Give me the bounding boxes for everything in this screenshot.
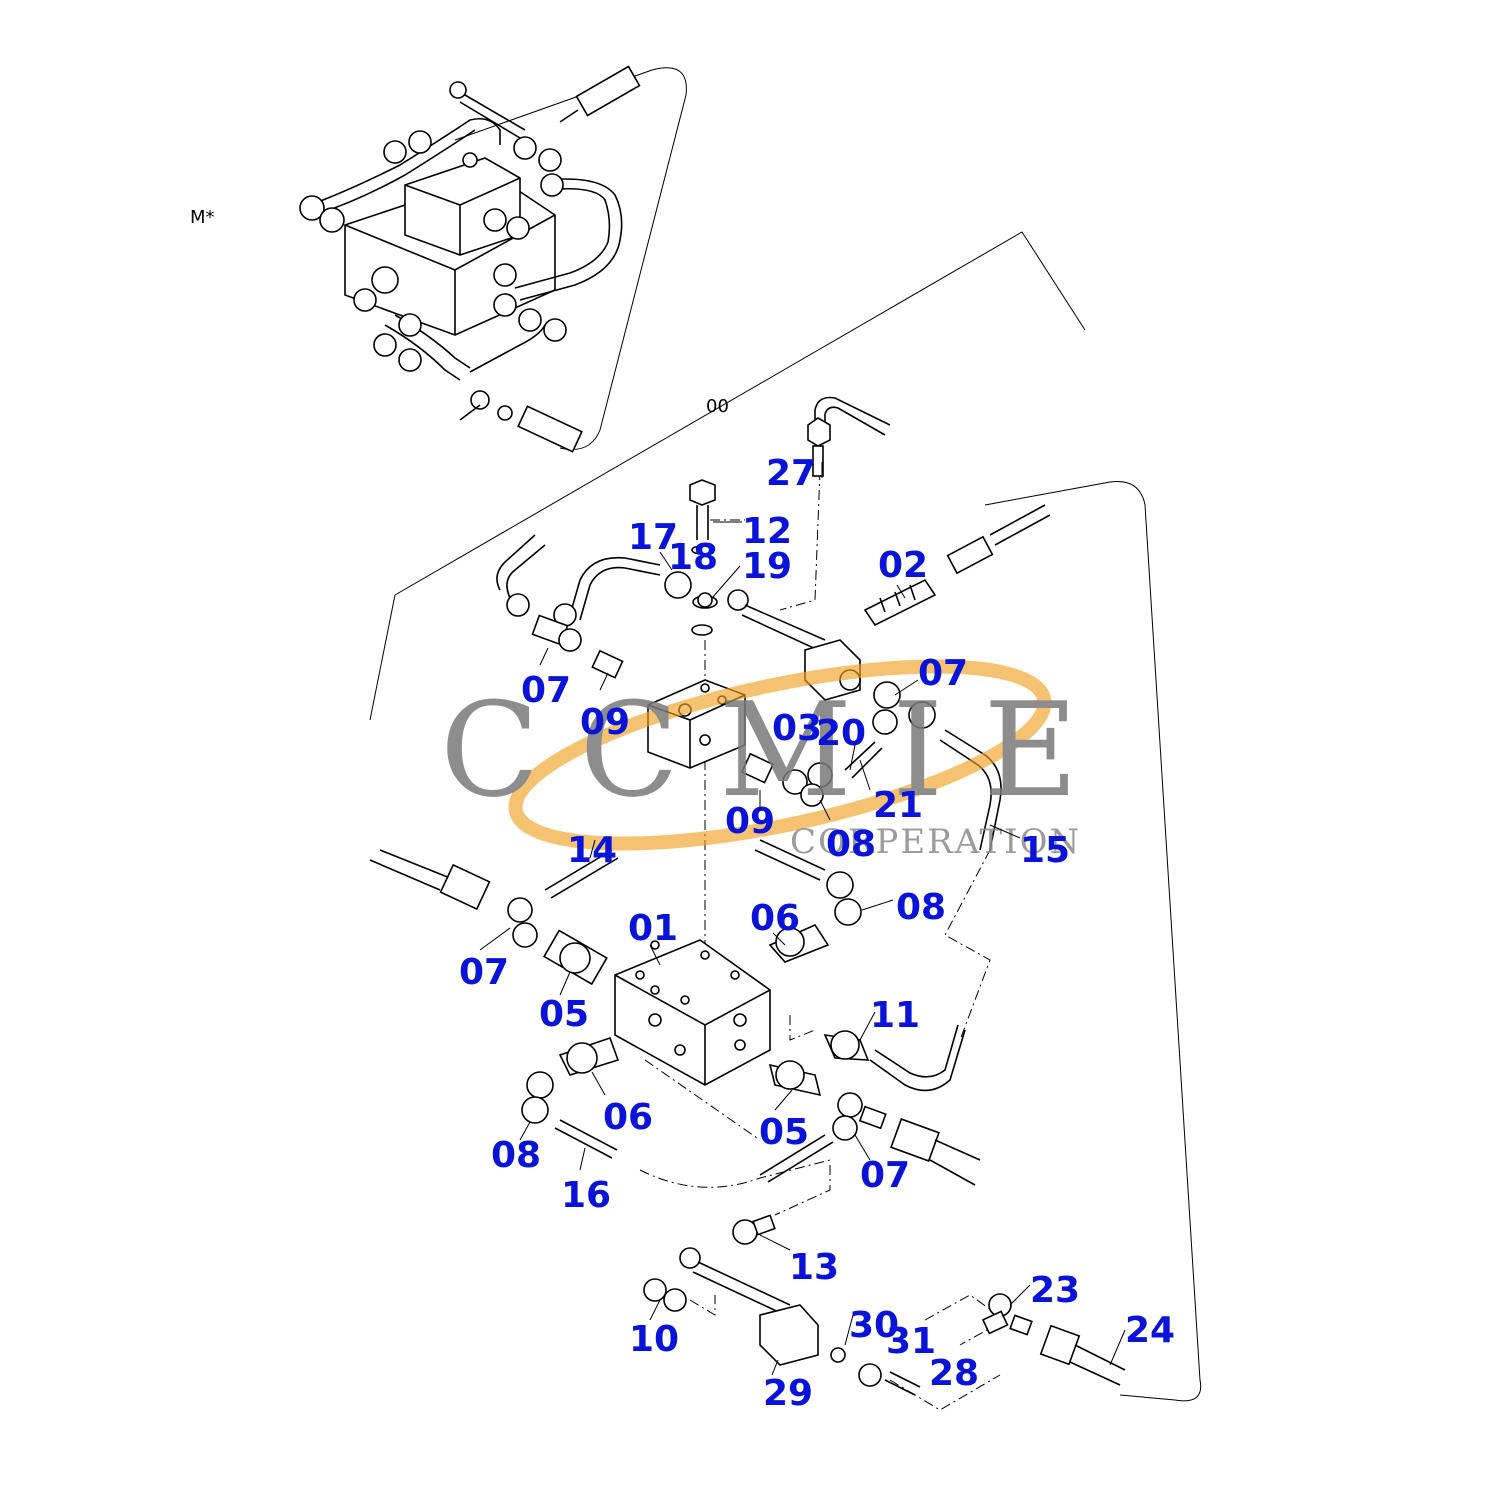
callout-24: 24 bbox=[1125, 1310, 1175, 1351]
callout-08-b: 08 bbox=[896, 887, 946, 928]
callout-08-c: 08 bbox=[491, 1135, 541, 1176]
assembly-ref-label: 00 bbox=[706, 396, 729, 417]
leader-lines bbox=[479, 462, 1126, 1376]
callout-07-a: 07 bbox=[918, 653, 968, 694]
watermark-sub: CORPERATION bbox=[790, 822, 1081, 862]
fitting-02-hose bbox=[863, 504, 1051, 627]
callout-17: 17 bbox=[628, 517, 678, 558]
callout-16: 16 bbox=[561, 1175, 611, 1216]
callout-07-c: 07 bbox=[459, 952, 509, 993]
bottom-fittings bbox=[643, 1165, 1126, 1411]
middle-fittings bbox=[740, 752, 833, 807]
fitting-11-pipe bbox=[789, 1015, 966, 1092]
lower-right-fittings bbox=[644, 1059, 981, 1186]
bolt-stack bbox=[689, 479, 718, 636]
callout-18: 18 bbox=[668, 537, 718, 578]
callout-27: 27 bbox=[766, 453, 816, 494]
callout-08-a: 08 bbox=[826, 824, 876, 865]
callout-13: 13 bbox=[789, 1247, 839, 1288]
left-lower-fittings bbox=[369, 849, 608, 986]
lower-left-fittings bbox=[521, 1036, 831, 1188]
watermark-letters: CCMIE bbox=[440, 674, 1118, 826]
callout-10: 10 bbox=[629, 1319, 679, 1360]
callout-01: 01 bbox=[628, 908, 678, 949]
fitting-06-upper bbox=[768, 923, 830, 963]
main-assembly-view: 00 bbox=[369, 231, 1202, 1411]
inset-fittings bbox=[299, 130, 567, 421]
callout-07-b: 07 bbox=[521, 670, 571, 711]
callout-30: 30 bbox=[849, 1305, 899, 1346]
callout-numbers: 27 12 17 18 19 02 07 09 03 20 07 21 09 0… bbox=[459, 453, 1175, 1414]
callout-06-a: 06 bbox=[750, 898, 800, 939]
right-upper-fittings bbox=[844, 681, 1002, 1041]
callout-20: 20 bbox=[816, 713, 866, 754]
callout-09-a: 09 bbox=[580, 702, 630, 743]
callout-11: 11 bbox=[870, 995, 920, 1036]
fitting-27 bbox=[807, 396, 891, 477]
callout-02: 02 bbox=[878, 545, 928, 586]
callout-31: 31 bbox=[886, 1321, 936, 1362]
callout-03: 03 bbox=[772, 708, 822, 749]
callout-28: 28 bbox=[929, 1353, 979, 1394]
callout-19: 19 bbox=[742, 546, 792, 587]
left-upper-fittings bbox=[496, 534, 624, 679]
callout-05-b: 05 bbox=[759, 1112, 809, 1153]
callout-15: 15 bbox=[1020, 830, 1070, 871]
watermark: CCMIE CORPERATION bbox=[440, 659, 1118, 862]
callout-06-b: 06 bbox=[603, 1097, 653, 1138]
callout-21: 21 bbox=[873, 785, 923, 826]
valve-block-main bbox=[614, 939, 771, 1086]
watermark-swoosh bbox=[508, 659, 1052, 851]
callout-07-d: 07 bbox=[860, 1155, 910, 1196]
callout-23: 23 bbox=[1030, 1270, 1080, 1311]
view-marker-label: M* bbox=[190, 207, 215, 228]
callout-12: 12 bbox=[742, 511, 792, 552]
callout-09-b: 09 bbox=[725, 801, 775, 842]
callout-05-a: 05 bbox=[539, 994, 589, 1035]
callout-29: 29 bbox=[763, 1373, 813, 1414]
inset-assembly-view: M* bbox=[190, 65, 687, 453]
inset-lever-knob bbox=[449, 81, 467, 99]
